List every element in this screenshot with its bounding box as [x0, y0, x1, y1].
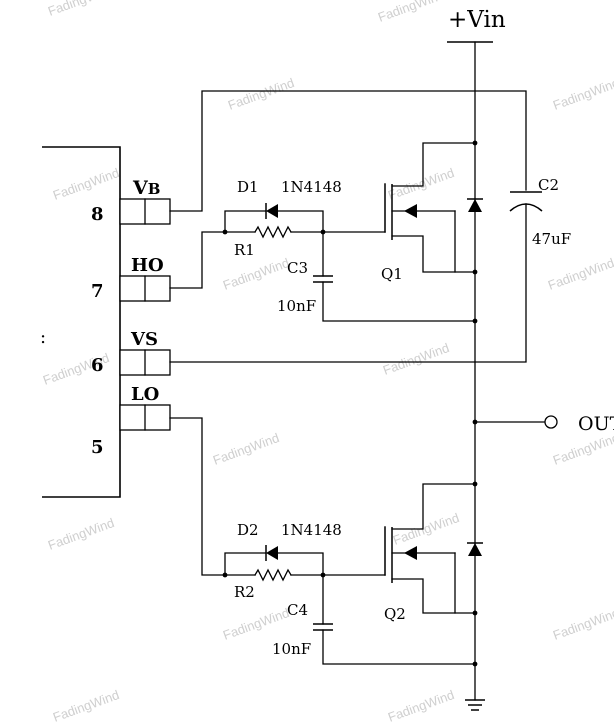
pin-number-6: 6 [91, 355, 104, 376]
watermark: FadingWind [386, 687, 456, 725]
q1-mosfet: Q1 [381, 140, 483, 283]
q2-mosfet: Q2 [384, 481, 483, 623]
c3-value: 10nF [277, 297, 316, 315]
supply-rail: +Vin [447, 7, 506, 701]
c4-label: C4 [287, 601, 308, 619]
r2-label: R2 [234, 583, 255, 601]
ic-pins: 8 7 6 5 VB HO VS LO [91, 177, 171, 458]
d1-label: D1 [237, 178, 259, 196]
bootstrap-cap-c2: C2 47uF [169, 90, 571, 363]
d2-diode-icon [266, 546, 278, 560]
watermark: FadingWind [221, 605, 291, 643]
d1-diode-icon [266, 204, 278, 218]
output-label: OUT [578, 413, 614, 435]
pin-number-7: 7 [91, 281, 104, 302]
watermark: FadingWind [226, 75, 296, 113]
output-node: OUT [472, 413, 614, 435]
c2-value: 47uF [532, 230, 571, 248]
q1-body-diode-icon [468, 199, 482, 212]
watermark: FadingWind [211, 430, 281, 468]
d2-label: D2 [237, 521, 259, 539]
ground-icon [465, 699, 485, 711]
high-side-gate-network: D1 1N4148 R1 C3 10nF [169, 178, 478, 324]
d1-part: 1N4148 [281, 178, 342, 196]
c4-value: 10nF [272, 640, 311, 658]
watermark: FadingWind [551, 75, 614, 113]
watermark: FadingWind [546, 255, 614, 293]
q1-label: Q1 [381, 265, 403, 283]
r1-resistor-icon [254, 225, 292, 239]
watermark: FadingWind [221, 255, 291, 293]
pin-number-8: 8 [91, 204, 104, 225]
pin-number-5: 5 [91, 437, 104, 458]
watermark: FadingWind [376, 0, 446, 25]
q2-label: Q2 [384, 605, 406, 623]
c3-label: C3 [287, 259, 308, 277]
ic-body: : [40, 146, 121, 498]
ic-side-mark: : [40, 327, 46, 348]
q2-body-diode-icon [468, 543, 482, 556]
d2-part: 1N4148 [281, 521, 342, 539]
output-terminal [544, 415, 558, 429]
r1-label: R1 [234, 241, 255, 259]
pin-name-vs: VS [130, 329, 158, 350]
watermark: FadingWind [51, 165, 121, 203]
watermark: FadingWind [381, 340, 451, 378]
watermark: FadingWind [551, 430, 614, 468]
r2-resistor-icon [254, 568, 292, 582]
low-side-gate-network: D2 1N4148 R2 C4 10nF [169, 417, 478, 667]
watermark: FadingWind [551, 605, 614, 643]
c2-label: C2 [538, 176, 559, 194]
watermark: FadingWind [46, 0, 116, 19]
pin-name-ho: HO [131, 255, 164, 276]
pin-name-vb: VB [132, 177, 160, 199]
watermark: FadingWind [386, 165, 456, 203]
supply-label: +Vin [448, 7, 506, 33]
pin-name-lo: LO [131, 384, 159, 405]
watermark: FadingWind [51, 687, 121, 725]
watermark: FadingWind [46, 515, 116, 553]
